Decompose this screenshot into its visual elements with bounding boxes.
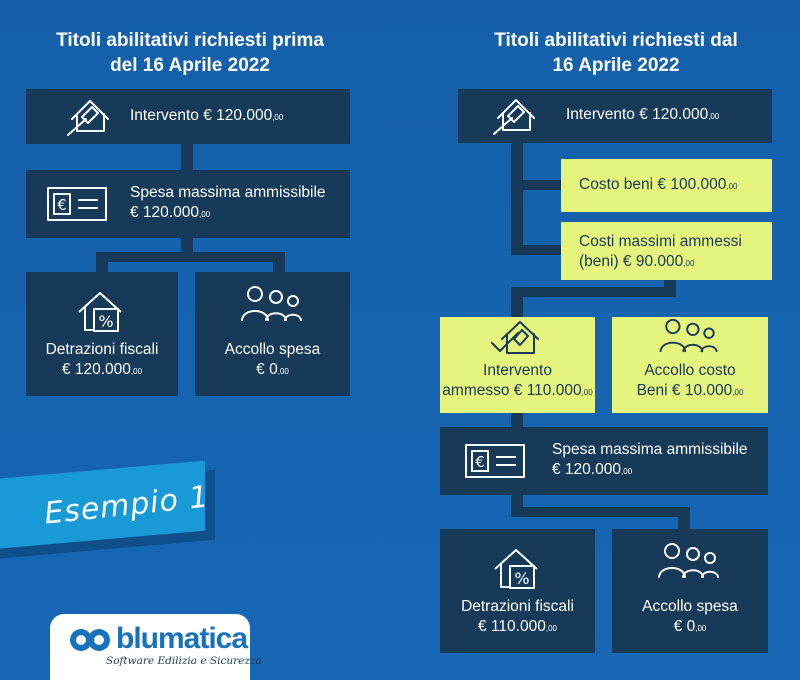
people-group-icon [658, 543, 719, 578]
right-connector [511, 413, 523, 427]
right-spesa-box: € Spesa massima ammissibile € 120.000,00 [440, 427, 768, 495]
right-connector [511, 287, 676, 297]
left-connector [96, 252, 108, 272]
logo-tagline: Software Edilizia e Sicurezza [106, 655, 262, 667]
right-accollo-box: Accollo spesa € 0,00 [612, 529, 768, 653]
svg-text:€: € [475, 453, 485, 471]
left-connector [273, 252, 285, 272]
logo-brand: blumatica [116, 622, 248, 655]
left-intervento-box: Intervento € 120.000,00 [26, 89, 350, 144]
right-spesa-text: Spesa massima ammissibile € 120.000,00 [552, 441, 748, 478]
right-connector [511, 287, 523, 317]
people-group-icon [659, 318, 718, 353]
right-intervento-box: Intervento € 120.000,00 [458, 89, 772, 143]
accollo-costo-box: Accollo costo Beni € 10.000,00 [612, 317, 768, 413]
intervento-ammesso-box: Intervento ammesso € 110.000,00 [440, 317, 595, 413]
costi-massimi-box: Costi massimi ammessi (beni) € 90.000,00 [561, 222, 772, 280]
blumatica-logo-icon [70, 629, 110, 651]
svg-text:%: % [514, 569, 529, 588]
svg-text:%: % [98, 312, 113, 331]
euro-cheque-icon: € [465, 444, 525, 478]
right-detrazioni-box: % Detrazioni fiscali € 110.000,00 [440, 529, 595, 653]
house-hammer-icon [67, 99, 109, 136]
svg-text:€: € [57, 196, 67, 214]
house-hammer-icon [493, 99, 535, 135]
right-connector [511, 495, 523, 509]
left-connector [181, 144, 193, 170]
left-intervento-text: Intervento € 120.000,00 [130, 106, 284, 124]
right-intervento-text: Intervento € 120.000,00 [566, 106, 720, 123]
left-title: Titoli abilitativi richiesti prima del 1… [56, 30, 324, 76]
right-connector [678, 507, 690, 529]
people-group-icon [240, 286, 302, 321]
costo-beni-text: Costo beni € 100.000,00 [579, 175, 738, 193]
costo-beni-box: Costo beni € 100.000,00 [561, 159, 772, 212]
house-percent-icon: % [78, 292, 122, 332]
euro-cheque-icon: € [47, 187, 107, 221]
right-connector [511, 507, 690, 517]
right-connector [511, 180, 561, 190]
right-connector [511, 245, 561, 255]
left-spesa-box: € Spesa massima ammissibile € 120.000,00 [26, 170, 350, 238]
right-title: Titoli abilitativi richiesti dal 16 Apri… [494, 30, 738, 76]
left-accollo-box: Accollo spesa € 0,00 [195, 272, 350, 396]
house-check-icon [490, 321, 539, 354]
left-connector [96, 252, 285, 262]
left-connector [181, 238, 193, 252]
right-connector [511, 143, 523, 255]
left-spesa-text: Spesa massima ammissibile € 120.000,00 [130, 184, 326, 221]
left-detrazioni-box: % Detrazioni fiscali € 120.000,00 [26, 272, 178, 396]
house-percent-icon: % [493, 549, 538, 589]
